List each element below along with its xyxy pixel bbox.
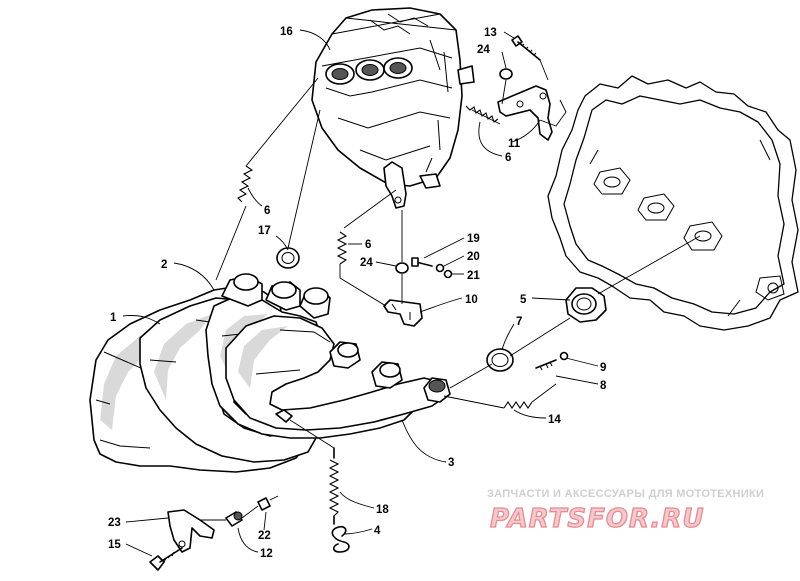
callout-22: 22 [258, 530, 271, 542]
callout-23: 23 [108, 517, 121, 529]
spring-6-right [465, 105, 499, 123]
spacer-12 [225, 511, 243, 527]
callout-5: 5 [520, 294, 527, 306]
callout-14: 14 [548, 414, 561, 426]
nut-21 [443, 269, 453, 279]
callout-20: 20 [467, 251, 480, 263]
clip-on-pipe [275, 409, 293, 423]
callout-13: 13 [484, 27, 497, 39]
bolt-19 [411, 257, 433, 267]
bolt-8 [535, 359, 557, 371]
spring-6-center [336, 231, 348, 265]
muffler-bracket-11 [497, 85, 553, 141]
grommet-24-upper [499, 68, 513, 80]
callout-2: 2 [161, 259, 167, 271]
clip-4 [331, 525, 350, 553]
callout-16: 16 [280, 26, 293, 38]
callout-10: 10 [465, 294, 478, 306]
bracket-10 [383, 299, 423, 327]
callout-6-right: 6 [505, 152, 511, 164]
spring-14 [503, 401, 533, 409]
bolt-15 [149, 547, 183, 571]
callout-19: 19 [467, 233, 480, 245]
leader-lines [200, 59, 701, 521]
callout-1: 1 [110, 312, 117, 324]
engine-block [547, 75, 799, 331]
sleeve-5 [565, 287, 607, 323]
callout-17: 17 [258, 225, 271, 237]
callout-9: 9 [600, 362, 606, 374]
exhaust-pipe-assembly [89, 273, 451, 473]
muffler-outlet-pipes [325, 57, 413, 85]
bracket-23 [167, 509, 215, 553]
watermark-tagline: ЗАПЧАСТИ И АКСЕССУАРЫ ДЛЯ МОТОТЕХНИКИ [487, 488, 764, 500]
callout-7: 7 [516, 316, 522, 328]
grommet-24-lower [395, 262, 409, 274]
callout-12: 12 [260, 548, 273, 560]
pipe-inlet-flanges [221, 273, 451, 403]
bolt-13 [511, 35, 541, 61]
washer-20 [435, 263, 445, 273]
callout-6-center: 6 [365, 239, 371, 251]
silencer-muffler [311, 7, 475, 209]
callout-3: 3 [448, 457, 454, 469]
gasket-7 [486, 348, 514, 372]
callout-24-upper: 24 [477, 44, 490, 56]
spring-18 [328, 447, 340, 525]
callouts: 1 2 3 4 5 6 6 6 7 8 9 10 11 12 13 14 15 … [108, 26, 607, 560]
callout-11: 11 [508, 138, 521, 150]
washer-9 [559, 351, 569, 361]
callout-leaders [122, 29, 599, 557]
watermark: ЗАПЧАСТИ И АКСЕССУАРЫ ДЛЯ МОТОТЕХНИКИ PA… [487, 488, 764, 535]
gasket-17 [276, 247, 300, 269]
callout-8: 8 [600, 380, 607, 392]
callout-24-lower: 24 [360, 257, 373, 269]
callout-6-left: 6 [264, 205, 270, 217]
callout-21: 21 [467, 270, 480, 282]
callout-15: 15 [108, 539, 121, 551]
washer-22 [257, 497, 271, 511]
spring-6-left [237, 165, 254, 203]
watermark-logo: PARTSFOR.RU [490, 504, 704, 534]
callout-4: 4 [374, 525, 381, 537]
callout-18: 18 [376, 504, 389, 516]
